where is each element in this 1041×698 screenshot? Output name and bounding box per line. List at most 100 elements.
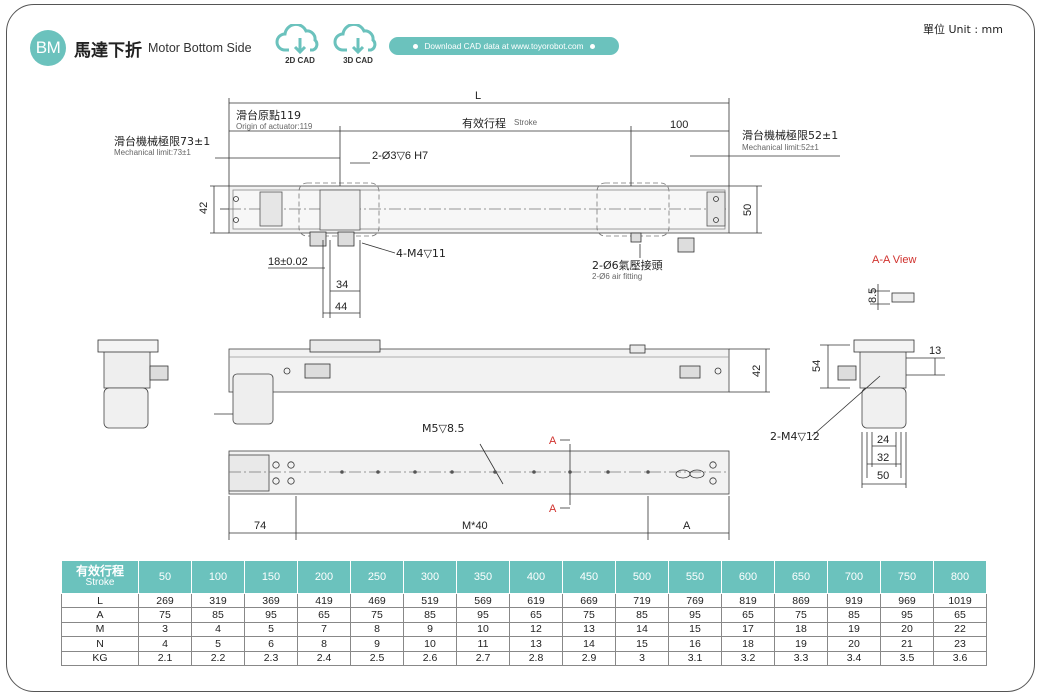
dim-100: 100 [670, 119, 688, 131]
dim-18: 18±0.02 [268, 256, 308, 268]
stroke-col: 500 [615, 560, 669, 594]
table-cell: 619 [509, 592, 563, 609]
table-cell: 1019 [933, 592, 987, 609]
table-cell: 2.3 [244, 650, 298, 666]
dim-54: 54 [811, 360, 823, 372]
row-label: M [61, 621, 139, 638]
table-cell: 85 [191, 607, 245, 623]
table-cell: 19 [827, 621, 881, 638]
page-title-en: Motor Bottom Side [148, 41, 252, 55]
stroke-col: 300 [403, 560, 457, 594]
dim-24: 24 [877, 434, 889, 446]
table-cell: 3.4 [827, 650, 881, 666]
air-fitting-en: 2-Ø6 air fitting [592, 272, 642, 281]
table-cell: 14 [615, 621, 669, 638]
stroke-header: 有效行程 Stroke [61, 560, 139, 594]
table-cell: 2.1 [138, 650, 192, 666]
table-cell: 3.6 [933, 650, 987, 666]
table-cell: 85 [615, 607, 669, 623]
row-label: L [61, 592, 139, 609]
stroke-en: Stroke [514, 118, 538, 127]
table-cell: 2.8 [509, 650, 563, 666]
pill-dot-right [589, 43, 595, 49]
table-cell: 95 [244, 607, 298, 623]
table-cell: 4 [191, 621, 245, 638]
table-cell: 18 [774, 621, 828, 638]
table-cell: 319 [191, 592, 245, 609]
table-cell: 869 [774, 592, 828, 609]
table-cell: 10 [456, 621, 510, 638]
table-cell: 16 [668, 636, 722, 652]
m4-holes: 4-M4▽11 [396, 247, 446, 260]
pill-dot-left [413, 43, 419, 49]
dim-8-5: 8.5 [867, 288, 879, 303]
bottom-mount-holes [340, 470, 650, 474]
air-fitting-zh: 2-Ø6氣壓接頭 [592, 258, 663, 272]
table-cell: 95 [668, 607, 722, 623]
origin-en: Origin of actuator:119 [236, 122, 313, 131]
table-cell: 2.6 [403, 650, 457, 666]
dim-L: L [475, 90, 481, 102]
dim-34: 34 [336, 279, 348, 291]
table-cell: 65 [509, 607, 563, 623]
table-cell: 419 [297, 592, 351, 609]
cloud-download-icon [275, 24, 319, 55]
table-cell: 3.5 [880, 650, 934, 666]
stroke-header-en: Stroke [85, 577, 115, 588]
table-cell: 11 [456, 636, 510, 652]
stroke-header-zh: 有效行程 [75, 564, 124, 578]
row-label: KG [61, 650, 139, 666]
spec-table: 有效行程 Stroke 50 100 150 200 250 300 350 4… [61, 560, 987, 666]
table-cell: 3.3 [774, 650, 828, 666]
table-cell: 15 [668, 621, 722, 638]
table-cell: 75 [562, 607, 616, 623]
table-cell: 65 [721, 607, 775, 623]
table-cell: 569 [456, 592, 510, 609]
row-label: A [61, 607, 139, 623]
dim-32: 32 [877, 452, 889, 464]
table-cell: 17 [721, 621, 775, 638]
table-cell: 95 [880, 607, 934, 623]
stroke-col: 400 [509, 560, 563, 594]
stroke-col: 50 [138, 560, 192, 594]
table-cell: 85 [827, 607, 881, 623]
stroke-col: 700 [827, 560, 881, 594]
left-end-view [97, 339, 169, 429]
m5-holes: M5▽8.5 [422, 422, 464, 435]
table-cell: 2.4 [297, 650, 351, 666]
table-cell: 2.9 [562, 650, 616, 666]
page-frame [6, 4, 1035, 692]
cad-2d-button[interactable]: 2D CAD [275, 24, 325, 65]
dim-A: A [683, 520, 691, 532]
stroke-col: 650 [774, 560, 828, 594]
table-cell: 2.5 [350, 650, 404, 666]
m4-12-holes: 2-M4▽12 [770, 430, 820, 443]
stroke-col: 550 [668, 560, 722, 594]
cad-3d-button[interactable]: 3D CAD [333, 24, 383, 65]
table-cell: 20 [827, 636, 881, 652]
dim-50-end: 50 [877, 470, 889, 482]
dim-74: 74 [254, 520, 266, 532]
table-cell: 2.7 [456, 650, 510, 666]
table-cell: 95 [456, 607, 510, 623]
table-cell: 519 [403, 592, 457, 609]
table-cell: 10 [403, 636, 457, 652]
table-cell: 669 [562, 592, 616, 609]
cad-2d-label: 2D CAD [285, 56, 315, 65]
download-cad-link[interactable]: Download CAD data at www.toyorobot.com [389, 37, 619, 55]
stroke-zh: 有效行程 [462, 116, 506, 130]
download-cad-text: Download CAD data at www.toyorobot.com [424, 41, 584, 51]
section-a-top: A [549, 435, 557, 447]
dim-m40: M*40 [462, 520, 488, 532]
spec-header-row: 有效行程 Stroke 50 100 150 200 250 300 350 4… [61, 560, 987, 594]
table-cell: 12 [509, 621, 563, 638]
dim-13: 13 [929, 345, 941, 357]
table-cell: 769 [668, 592, 722, 609]
table-cell: 9 [350, 636, 404, 652]
stroke-col: 150 [244, 560, 298, 594]
table-cell: 3.1 [668, 650, 722, 666]
dim-44: 44 [335, 301, 347, 313]
